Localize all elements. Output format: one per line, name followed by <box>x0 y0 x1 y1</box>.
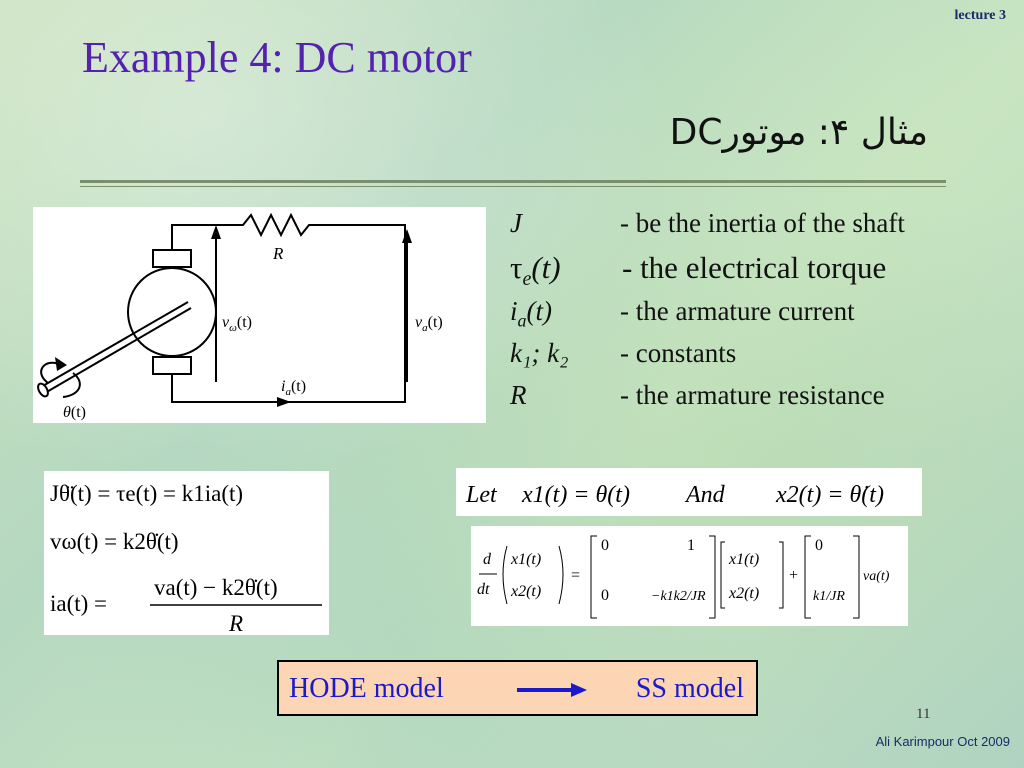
definition-text: - the armature current <box>620 296 855 326</box>
state-x1: x1(t) <box>510 551 541 568</box>
current-equation-lhs: ia(t) = <box>50 591 107 616</box>
matrix-a-12: 1 <box>687 537 695 554</box>
title-divider-thin <box>80 186 946 187</box>
back-emf-equation: vω(t) = k2θ̇(t) <box>50 529 179 554</box>
rhs-state-x1: x1(t) <box>728 551 759 568</box>
persian-title: مثال ۴: موتورDC <box>669 112 928 153</box>
armature-voltage-label: va(t) <box>415 314 443 334</box>
shaft-angle-label: θ(t) <box>63 404 86 421</box>
definition-row: ia(t) - the armature current <box>510 296 1000 338</box>
matrix-a-11: 0 <box>601 537 609 554</box>
svg-text:=: = <box>571 567 580 584</box>
rhs-state-x2: x2(t) <box>728 585 759 602</box>
ss-model-label: SS model <box>635 673 744 704</box>
armature-current-label: ia(t) <box>281 378 306 398</box>
definition-row: R - the armature resistance <box>510 380 1000 422</box>
definition-text: - the armature resistance <box>620 380 885 410</box>
circuit-wire <box>171 212 406 403</box>
state-space-svg: d dt x1(t) x2(t) = 0 1 0 −k1k2/JR x1(t) … <box>477 535 890 619</box>
page-number: 11 <box>916 706 931 722</box>
matrix-b-1: 0 <box>815 537 823 554</box>
governing-equations: Jθ̈(t) = τe(t) = k1ia(t) vω(t) = k2θ̇(t)… <box>44 471 329 636</box>
current-equation-denominator: R <box>228 611 243 635</box>
bottom-brush <box>152 356 192 375</box>
x2-definition: x2(t) = θ̇(t) <box>775 482 884 508</box>
and-word: And <box>684 482 726 508</box>
matrix-a-22: −k1k2/JR <box>651 589 706 604</box>
x1-definition: x1(t) = θ(t) <box>521 482 630 508</box>
definition-text: - constants <box>620 338 737 368</box>
hode-model-label: HODE model <box>289 673 444 704</box>
definition-symbol: J <box>510 208 522 238</box>
top-brush <box>152 249 192 268</box>
resistor-label: R <box>272 244 284 263</box>
definition-row: τe(t) - the electrical torque <box>510 250 1000 296</box>
matrix-b-2: k1/JR <box>813 589 845 604</box>
state-space-equation: d dt x1(t) x2(t) = 0 1 0 −k1k2/JR x1(t) … <box>471 526 908 626</box>
state-definition-box: Let x1(t) = θ(t) And x2(t) = θ̇(t) <box>456 468 922 516</box>
state-x2: x2(t) <box>510 583 541 600</box>
derivative-denominator: dt <box>477 581 490 598</box>
torque-equation: Jθ̈(t) = τe(t) = k1ia(t) <box>50 481 243 506</box>
svg-text:+: + <box>789 567 798 584</box>
definition-symbol: τe(t) <box>510 250 561 291</box>
definition-row: k₁; k₂ - constants <box>510 338 1000 380</box>
right-arrow-icon <box>517 683 587 697</box>
author-footer: Ali Karimpour Oct 2009 <box>875 734 1010 749</box>
current-equation-numerator: va(t) − k2θ̇(t) <box>154 575 278 600</box>
definitions-list: J - be the inertia of the shaft τe(t) - … <box>510 208 1000 422</box>
let-word: Let <box>465 482 498 508</box>
input-voltage: va(t) <box>863 569 890 584</box>
definition-symbol: ia(t) <box>510 296 552 331</box>
circuit-svg: R vω(t) va(t) ia(t) θ(t) <box>37 212 443 421</box>
lecture-label: lecture 3 <box>954 8 1006 23</box>
dc-motor-circuit-diagram: R vω(t) va(t) ia(t) θ(t) <box>33 207 486 423</box>
matrix-a-21: 0 <box>601 587 609 604</box>
back-emf-label: vω(t) <box>222 314 252 334</box>
equations-svg: Jθ̈(t) = τe(t) = k1ia(t) vω(t) = k2θ̇(t)… <box>50 481 322 636</box>
let-svg: Let x1(t) = θ(t) And x2(t) = θ̇(t) <box>465 482 884 508</box>
derivative-numerator: d <box>483 551 492 568</box>
slide-title: Example 4: DC motor <box>82 33 472 82</box>
definition-symbol: R <box>510 380 527 410</box>
title-divider <box>80 180 946 183</box>
definition-symbol: k₁; k₂ <box>510 338 569 368</box>
model-conversion-box: HODE model SS model <box>277 660 758 716</box>
definition-text: - be the inertia of the shaft <box>620 208 905 238</box>
definition-row: J - be the inertia of the shaft <box>510 208 1000 250</box>
definition-text: - the electrical torque <box>622 250 887 285</box>
